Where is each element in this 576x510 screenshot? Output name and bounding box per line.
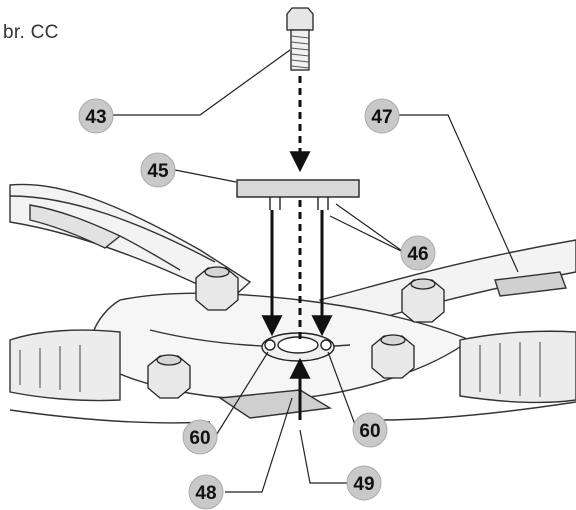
callout-46: 46 [400,235,436,271]
callout-47: 47 [364,98,400,134]
leader-lines [113,49,519,493]
center-hub [261,332,335,362]
callout-47-label: 47 [371,107,392,128]
callout-49-label: 49 [353,474,374,495]
callout-60-right-label: 60 [359,421,380,442]
callout-45-label: 45 [147,161,169,182]
bolt-43 [286,7,314,71]
callout-43-label: 43 [85,107,106,128]
callout-60-right: 60 [352,412,388,448]
blade-assembly [9,183,576,424]
hex-nut-left-lower [147,354,191,399]
callout-46-label: 46 [407,244,428,265]
callout-60-left-label: 60 [189,428,210,449]
callout-60-left: 60 [182,419,218,455]
assembly-arrows [261,76,333,420]
washer-plate-45 [236,179,360,210]
figure-reference-label: br. CC [3,22,59,43]
hex-nut-right-lower [371,334,415,379]
callout-48-label: 48 [195,483,216,504]
hex-nut-left-upper [195,266,239,311]
callout-49: 49 [346,465,382,501]
callout-48: 48 [188,474,224,510]
callout-45: 45 [140,152,176,188]
hex-nut-right-upper [401,278,445,323]
callout-43: 43 [78,98,114,134]
